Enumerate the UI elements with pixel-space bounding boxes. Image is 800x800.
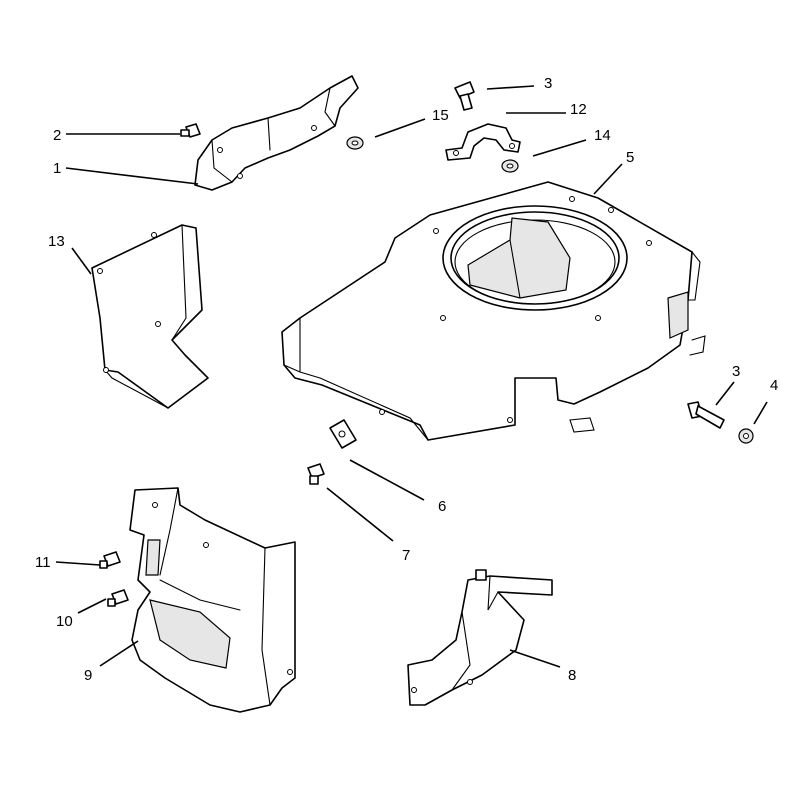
part-11-screw [99, 551, 121, 569]
leader-10 [77, 598, 107, 614]
callout-15: 15 [432, 107, 449, 124]
leader-3-top [486, 85, 535, 90]
leader-9 [99, 640, 139, 667]
leader-lines [55, 85, 768, 668]
part-10-screw [107, 589, 129, 607]
part-3-bolt-top [454, 81, 475, 111]
callout-6: 6 [438, 498, 446, 515]
leader-1 [65, 167, 199, 185]
callout-2: 2 [53, 127, 61, 144]
part-15-washer [346, 136, 364, 150]
callout-3-top: 3 [544, 75, 552, 92]
part-7-screw [307, 463, 325, 485]
callout-5: 5 [626, 149, 634, 166]
leader-14 [532, 139, 587, 157]
part-2-screw [180, 123, 201, 138]
part-14-washer [501, 159, 519, 173]
callout-7: 7 [402, 547, 410, 564]
callout-13: 13 [48, 233, 65, 250]
part-9-cylinder-shield [129, 487, 296, 713]
callout-1: 1 [53, 160, 61, 177]
callout-10: 10 [56, 613, 73, 630]
leader-5 [593, 163, 623, 195]
callout-14: 14 [594, 127, 611, 144]
leader-6 [349, 459, 425, 501]
part-3-bolt-right [687, 401, 725, 429]
leader-11 [55, 561, 101, 566]
part-6-clip-nut [329, 419, 357, 449]
callout-4: 4 [770, 377, 778, 394]
callout-8: 8 [568, 667, 576, 684]
callout-3-right: 3 [732, 363, 740, 380]
part-8-bracket [407, 569, 553, 706]
leader-3-right [715, 381, 735, 406]
leader-7 [326, 487, 394, 542]
part-13-shield [91, 224, 209, 409]
leader-4 [753, 401, 768, 425]
callout-9: 9 [84, 667, 92, 684]
leader-8 [509, 649, 561, 668]
part-5-blower-housing [281, 181, 706, 441]
leader-13 [71, 247, 92, 275]
callout-labels: 1 2 3 12 15 14 5 13 3 4 6 7 11 10 9 8 [35, 75, 778, 684]
callout-11: 11 [35, 554, 51, 571]
leader-15 [374, 118, 426, 138]
callout-12: 12 [570, 101, 587, 118]
part-4-washer [738, 428, 754, 444]
part-12-clamp [445, 123, 521, 161]
part-1-bracket [194, 75, 359, 191]
